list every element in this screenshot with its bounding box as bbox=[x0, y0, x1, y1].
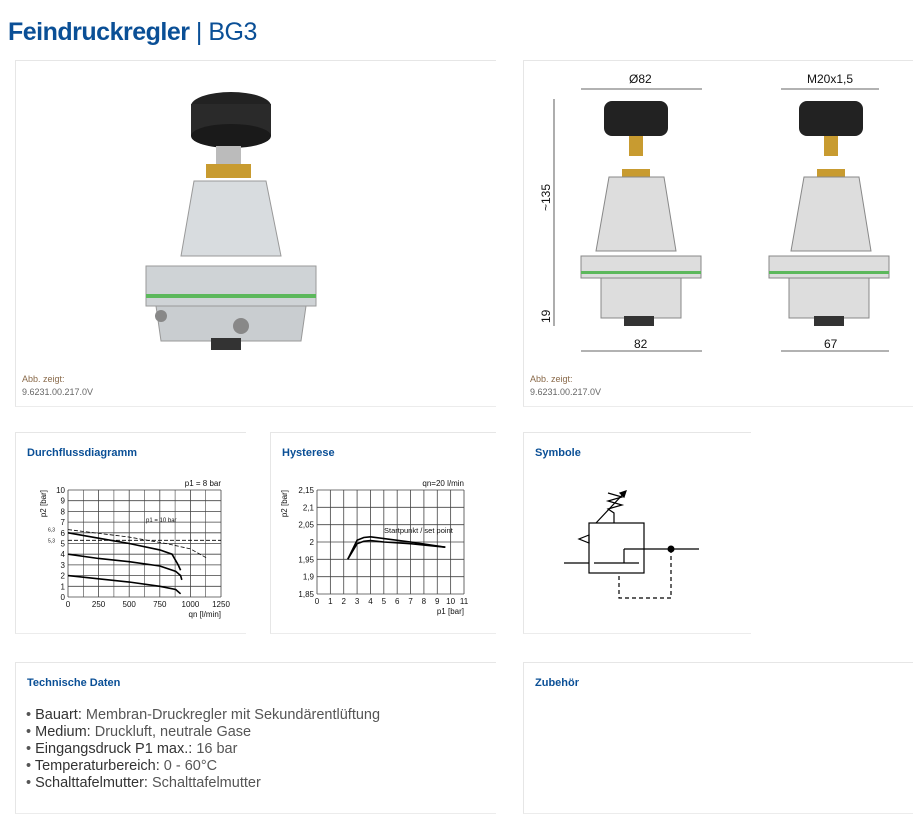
technical-data-panel: Technische Daten Bauart: Membran-Druckre… bbox=[15, 662, 496, 814]
y-tick-label: 10 bbox=[56, 486, 65, 495]
accessories-panel: Zubehör bbox=[523, 662, 913, 814]
symbols-title: Symbole bbox=[535, 447, 581, 459]
x-tick-label: 1000 bbox=[182, 600, 200, 609]
dimension-drawing-panel: Ø82 M20x1,5 ~135 19 82 67 Abb. zeigt:9.6… bbox=[523, 60, 913, 407]
technical-data-list: Bauart: Membran-Druckregler mit Sekundär… bbox=[26, 707, 380, 792]
drawing-caption: Abb. zeigt:9.6231.00.217.0V bbox=[530, 374, 602, 397]
dim-width-front: 82 bbox=[634, 337, 648, 351]
x-tick-label: 11 bbox=[460, 597, 469, 606]
series-line bbox=[67, 553, 183, 581]
y-tick-label: 2,05 bbox=[298, 521, 314, 530]
dimension-drawing: Ø82 M20x1,5 ~135 19 82 67 bbox=[539, 72, 890, 352]
x-tick-label: 1250 bbox=[212, 600, 230, 609]
x-tick-label: 6 bbox=[395, 597, 400, 606]
dim-height: ~135 bbox=[539, 184, 553, 211]
annotation: p1 = 10 bar bbox=[146, 518, 177, 524]
y-tick-label: 6 bbox=[61, 529, 66, 538]
title-sub: BG3 bbox=[208, 18, 257, 46]
pneumatic-symbol bbox=[564, 490, 699, 599]
chart-title: qn=20 l/min bbox=[422, 479, 464, 488]
x-axis-label: qn [l/min] bbox=[189, 610, 221, 619]
chart-title: p1 = 8 bar bbox=[185, 479, 222, 488]
dim-diameter: Ø82 bbox=[629, 72, 652, 86]
list-item: Medium: Druckluft, neutrale Gase bbox=[26, 724, 380, 741]
y-axis-label: p2 [bar] bbox=[39, 490, 48, 517]
y-tick-label: 5 bbox=[61, 540, 66, 549]
y-tick-label: 2 bbox=[310, 538, 315, 547]
x-tick-label: 500 bbox=[123, 600, 137, 609]
x-tick-label: 5 bbox=[382, 597, 387, 606]
series-line bbox=[67, 529, 208, 559]
x-axis-label: p1 [bar] bbox=[437, 607, 464, 616]
symbols-panel: Symbole bbox=[523, 432, 751, 634]
technical-data-title: Technische Daten bbox=[27, 677, 121, 689]
y-tick-label: 8 bbox=[61, 507, 66, 516]
product-caption: Abb. zeigt:9.6231.00.217.0V bbox=[22, 374, 94, 397]
x-tick-label: 250 bbox=[92, 600, 106, 609]
series-line bbox=[67, 532, 182, 571]
x-tick-label: 0 bbox=[315, 597, 320, 606]
dim-base: 19 bbox=[539, 309, 553, 323]
x-tick-label: 0 bbox=[66, 600, 71, 609]
product-photo bbox=[145, 92, 317, 350]
annotation: Startpunkt / set point bbox=[384, 526, 454, 535]
page-title: Feindruckregler | BG3 bbox=[8, 18, 257, 47]
x-tick-label: 1 bbox=[328, 597, 333, 606]
list-item: Schalttafelmutter: Schalttafelmutter bbox=[26, 775, 380, 792]
x-tick-label: 9 bbox=[435, 597, 440, 606]
dim-thread: M20x1,5 bbox=[807, 72, 853, 86]
y-tick-label: 1,95 bbox=[298, 555, 314, 564]
y-tick-label: 1 bbox=[61, 582, 66, 591]
y-axis-label: p2 [bar] bbox=[280, 490, 289, 517]
series-line bbox=[67, 574, 182, 595]
x-tick-label: 10 bbox=[446, 597, 455, 606]
list-item: Bauart: Membran-Druckregler mit Sekundär… bbox=[26, 707, 380, 724]
x-tick-label: 2 bbox=[342, 597, 347, 606]
y-tick-label: 1,9 bbox=[303, 573, 315, 582]
flow-title: Durchflussdiagramm bbox=[27, 447, 138, 459]
accessories-title: Zubehör bbox=[535, 677, 579, 689]
product-image-panel: Abb. zeigt:9.6231.00.217.0V bbox=[15, 60, 496, 407]
annotation: 5,3 bbox=[48, 538, 55, 544]
y-tick-label: 0 bbox=[61, 593, 66, 602]
y-tick-label: 2 bbox=[61, 572, 66, 581]
x-tick-label: 8 bbox=[422, 597, 427, 606]
y-tick-label: 3 bbox=[61, 561, 66, 570]
y-tick-label: 1,85 bbox=[298, 590, 314, 599]
annotation: 6,3 bbox=[48, 528, 55, 534]
list-item: Eingangsdruck P1 max.: 16 bar bbox=[26, 741, 380, 758]
title-main: Feindruckregler bbox=[8, 18, 190, 46]
dim-width-side: 67 bbox=[824, 337, 838, 351]
y-tick-label: 4 bbox=[61, 550, 66, 559]
list-item: Temperaturbereich: 0 - 60°C bbox=[26, 758, 380, 775]
hysteresis-title: Hysterese bbox=[282, 447, 335, 459]
x-tick-label: 750 bbox=[153, 600, 167, 609]
series-line bbox=[347, 539, 446, 560]
y-tick-label: 9 bbox=[61, 497, 66, 506]
y-tick-label: 7 bbox=[61, 518, 66, 527]
x-tick-label: 4 bbox=[368, 597, 373, 606]
series-line bbox=[347, 535, 446, 560]
y-tick-label: 2,1 bbox=[303, 503, 315, 512]
x-tick-label: 7 bbox=[408, 597, 413, 606]
x-tick-label: 3 bbox=[355, 597, 360, 606]
y-tick-label: 2,15 bbox=[298, 486, 314, 495]
title-separator: | bbox=[195, 18, 203, 46]
